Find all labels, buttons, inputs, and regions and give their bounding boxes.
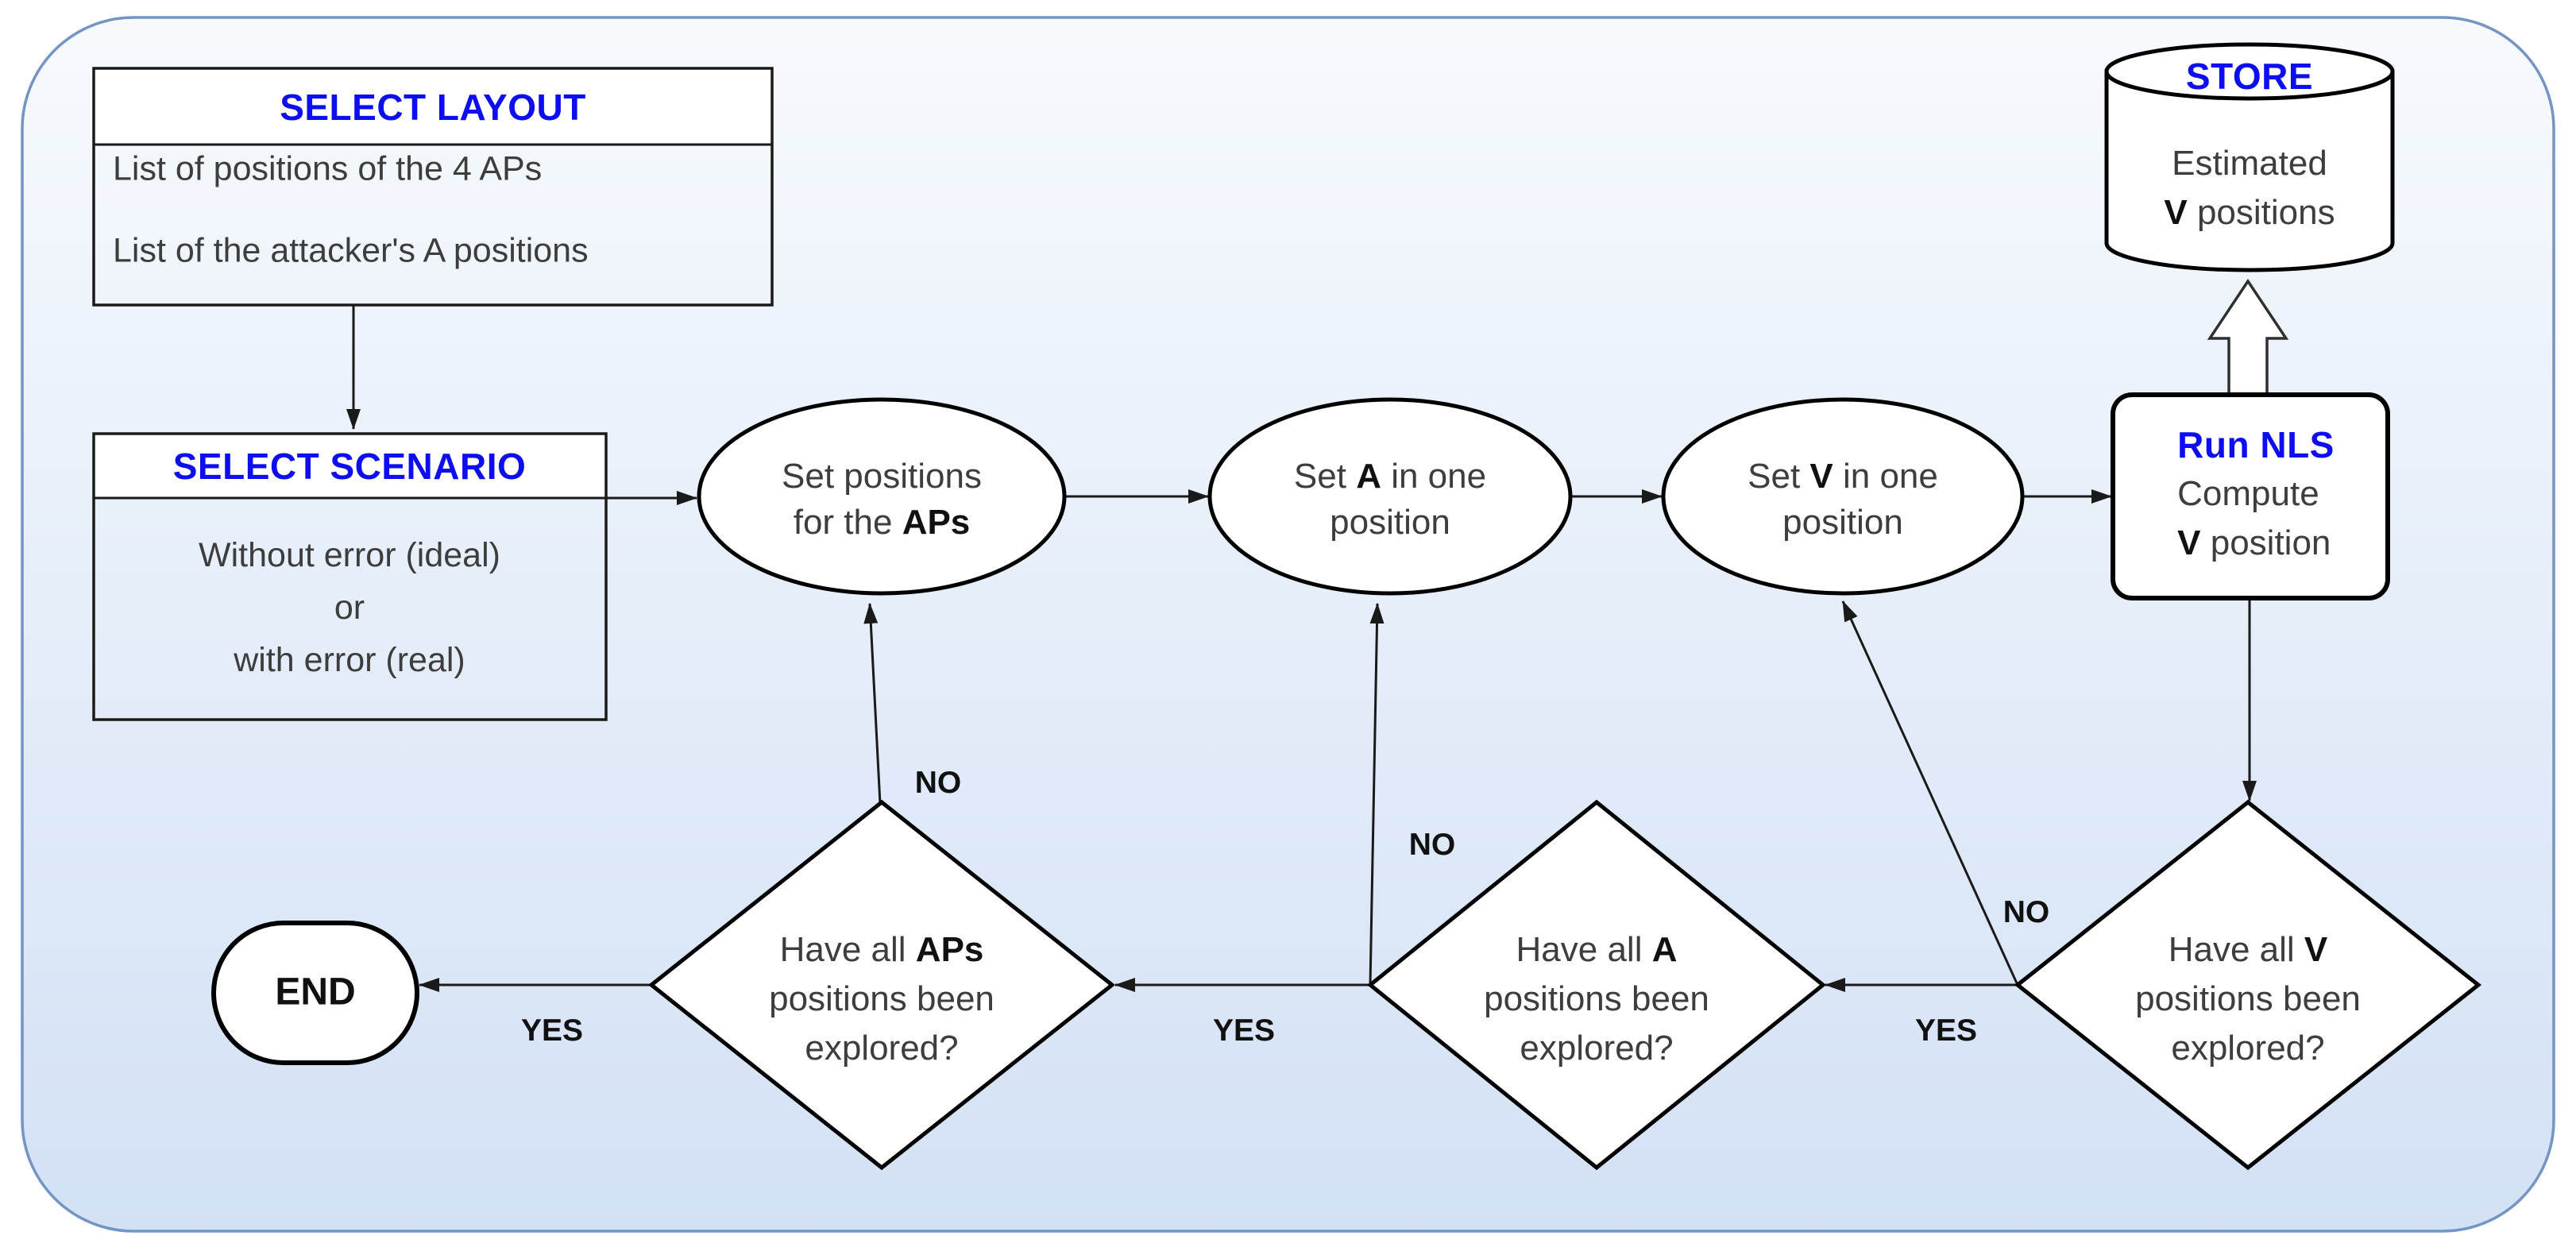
store-cylinder-body — [2104, 69, 2395, 272]
run-nls-line-3: V position — [2177, 523, 2331, 562]
diamond-aps-line-2: positions been — [769, 979, 994, 1018]
diamond-a-line-1: Have all A — [1516, 930, 1678, 969]
run-nls-label: Run NLS Compute V position — [2177, 420, 2335, 568]
diamond-a-label: Have all A positions been explored? — [1484, 925, 1709, 1073]
edge-no-a-to-set-a — [1369, 603, 1385, 986]
set-aps-line-2: for the APs — [793, 503, 971, 542]
run-nls-title: Run NLS — [2177, 424, 2335, 465]
set-v-line-1: Set V in one — [1748, 457, 1938, 496]
select-layout-node — [92, 67, 774, 307]
set-aps-label: Set positions for the APs — [782, 454, 982, 546]
store-line-2: V positions — [2164, 193, 2335, 232]
diamond-v-line-1: Have all V — [2168, 930, 2328, 969]
edge-no-aps-to-set-aps — [863, 603, 882, 805]
set-v-line-2: position — [1782, 503, 1903, 542]
diamond-v-label: Have all V positions been explored? — [2135, 925, 2361, 1073]
diamond-aps-line-1: Have all APs — [779, 930, 984, 969]
no-label-aps: NO — [914, 766, 962, 800]
select-scenario-title: SELECT SCENARIO — [172, 446, 527, 487]
diamond-aps-line-3: explored? — [805, 1029, 959, 1068]
edge-no-v-to-set-v — [1841, 600, 2019, 986]
run-nls-node — [2111, 392, 2390, 600]
diamond-v-explored — [2014, 799, 2482, 1171]
set-a-line-1: Set A in one — [1293, 457, 1487, 496]
set-v-label: Set V in one position — [1748, 454, 1938, 546]
select-scenario-node — [92, 432, 608, 721]
no-label-v: NO — [2002, 895, 2050, 929]
select-scenario-body: Without error (ideal) or with error (rea… — [199, 529, 500, 686]
select-layout-item-2: List of the attacker's A positions — [113, 231, 589, 270]
diamond-aps-label: Have all APs positions been explored? — [769, 925, 994, 1073]
end-node-label: END — [275, 971, 356, 1014]
yes-label-a-to-aps: YES — [1212, 1014, 1276, 1048]
store-cylinder-top — [2104, 42, 2395, 101]
diamond-a-explored — [1367, 799, 1826, 1171]
diamond-a-line-3: explored? — [1520, 1029, 1674, 1068]
set-a-line-2: position — [1330, 503, 1450, 542]
diamond-v-line-2: positions been — [2135, 979, 2361, 1018]
select-layout-border — [92, 67, 774, 307]
diamond-a-line-2: positions been — [1484, 979, 1709, 1018]
set-aps-line-1: Set positions — [782, 457, 982, 496]
ellipse-set-v — [1661, 397, 2025, 596]
diamond-v-line-3: explored? — [2171, 1029, 2325, 1068]
block-arrow-nls-to-store — [2207, 278, 2289, 395]
set-a-label: Set A in one position — [1294, 454, 1486, 546]
ellipse-set-aps — [697, 397, 1067, 596]
store-line-1: Estimated — [2172, 144, 2327, 183]
yes-label-v-to-a: YES — [1914, 1014, 1978, 1048]
panel-background — [21, 16, 2555, 1233]
connector-edges — [346, 306, 2257, 992]
select-layout-item-1: List of positions of the 4 APs — [113, 149, 543, 188]
run-nls-line-2: Compute — [2177, 474, 2319, 513]
select-scenario-title-band — [92, 432, 608, 500]
scenario-line-1: Without error (ideal) — [199, 536, 500, 574]
yes-label-aps-to-end: YES — [520, 1014, 584, 1048]
store-body: Estimated V positions — [2164, 139, 2335, 237]
store-cylinder-shape — [2104, 42, 2395, 272]
select-scenario-border — [92, 432, 608, 721]
scenario-line-3: with error (real) — [234, 641, 465, 679]
ellipse-set-a — [1207, 397, 1573, 596]
scenario-line-2: or — [334, 589, 365, 627]
diamond-aps-explored — [647, 799, 1116, 1171]
select-layout-title: SELECT LAYOUT — [280, 87, 586, 128]
store-title: STORE — [2185, 56, 2314, 97]
no-label-a: NO — [1408, 828, 1456, 862]
end-node-shape — [211, 921, 419, 1065]
